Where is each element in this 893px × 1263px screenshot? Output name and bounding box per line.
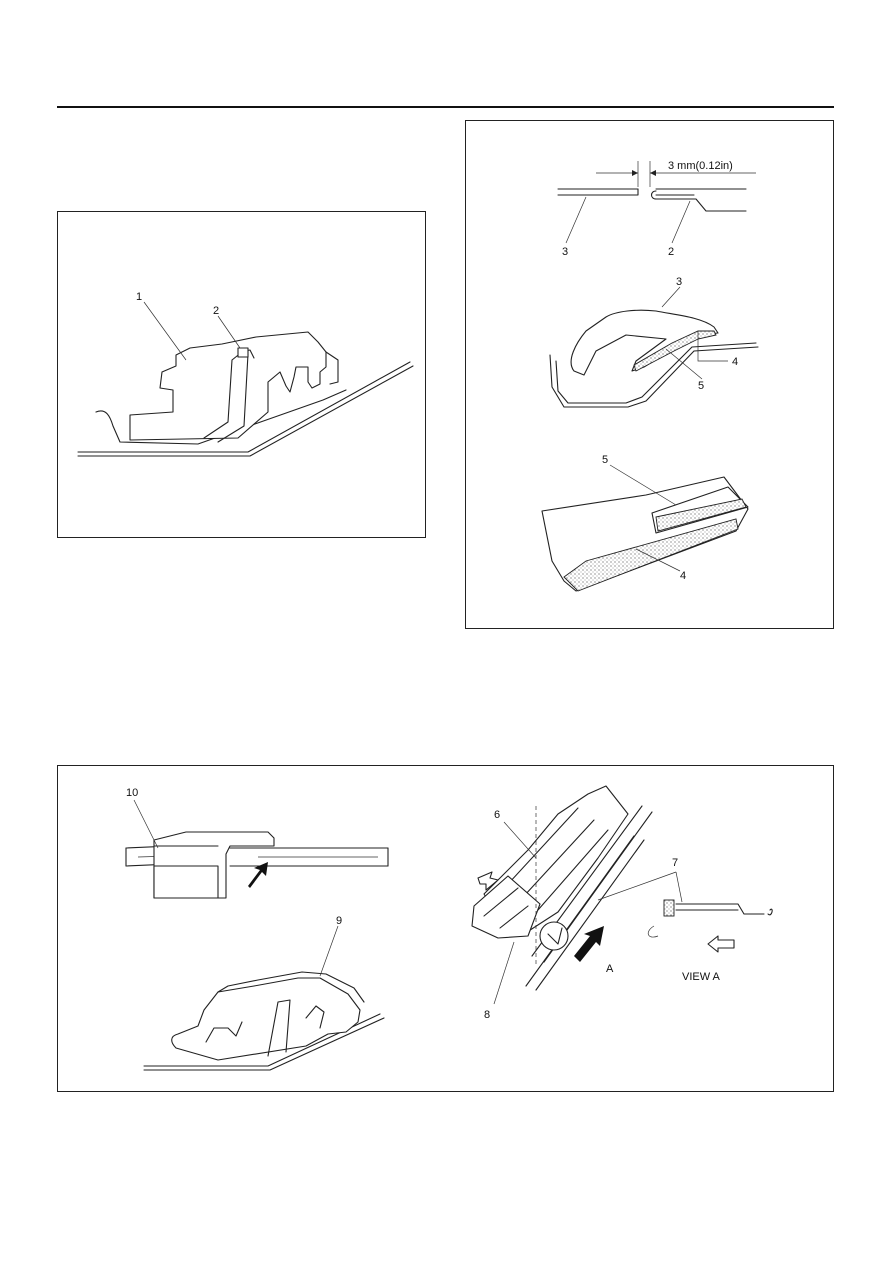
adhesive-tape-section	[633, 330, 717, 372]
view-a-direction-arrow	[707, 935, 735, 953]
view-a-circle	[539, 921, 569, 951]
figure-1-drawing: 1 2	[77, 291, 414, 457]
callout-1: 1	[136, 291, 142, 303]
retainer-tab	[237, 347, 249, 358]
clip-3d-head	[471, 875, 541, 939]
figure-1-molding-clip: 1 2	[57, 211, 426, 538]
figure-2-drawing: 3 mm(0.12in) 3 2 3 4 5 5 4	[541, 160, 759, 592]
callout-5-bottom: 5	[602, 454, 608, 466]
view-a-label: VIEW A	[682, 971, 721, 983]
callout-3-top: 3	[562, 246, 568, 258]
figure-3-clip-installation: 10 9 A 6 8	[57, 765, 834, 1092]
clip-body	[129, 331, 327, 441]
callout-9: 9	[336, 915, 342, 927]
view-a-tape	[663, 899, 675, 917]
push-arrow-left	[248, 862, 268, 888]
callout-4-mid: 4	[732, 356, 738, 368]
figure-2-molding-position: 3 mm(0.12in) 3 2 3 4 5 5 4	[465, 120, 834, 629]
callout-2: 2	[213, 305, 219, 317]
gap-dimension-label: 3 mm(0.12in)	[668, 160, 733, 172]
tape-4-3d	[563, 518, 739, 592]
pull-arrow	[477, 871, 499, 891]
callout-4-bottom: 4	[680, 570, 686, 582]
callout-10: 10	[126, 787, 138, 799]
callout-3-mid: 3	[676, 276, 682, 288]
callout-5-mid: 5	[698, 380, 704, 392]
callout-6: 6	[494, 809, 500, 821]
clip-installed	[171, 977, 361, 1061]
header-rule	[57, 106, 834, 108]
callout-7: 7	[672, 857, 678, 869]
figure-3-drawing: 10 9 A 6 8	[125, 785, 773, 1071]
callout-8: 8	[484, 1009, 490, 1021]
arrow-label-a: A	[606, 963, 614, 975]
callout-2-top: 2	[668, 246, 674, 258]
view-a-arrow	[574, 926, 604, 962]
